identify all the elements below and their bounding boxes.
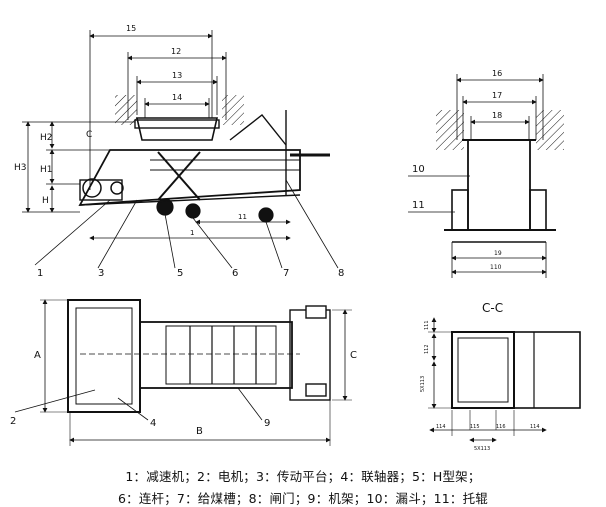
- side-top-dimensions: [89, 30, 227, 190]
- plan-trough: [139, 321, 293, 389]
- section-trough: [513, 331, 581, 409]
- dim-19: 19: [494, 250, 502, 257]
- callout-11: 11: [412, 200, 425, 211]
- section-view-labels: C-C 111 112 5X113 114 115 116 114 5X113: [420, 301, 540, 452]
- dim-16: 16: [492, 69, 502, 78]
- end-hatch-left: [436, 110, 464, 150]
- end-hopper: [467, 139, 531, 231]
- side-roller-2: [185, 203, 201, 219]
- dim-c-plan: C: [350, 350, 357, 361]
- section-box: [451, 331, 515, 409]
- dim-12: 12: [171, 47, 181, 56]
- dim-110: 110: [490, 264, 502, 271]
- callout-1: 1: [37, 268, 43, 279]
- callout-6: 6: [232, 268, 238, 279]
- legend-line-2: 6：连杆；7：给煤槽；8：闸门；9：机架；10：漏斗；11：托辊: [117, 491, 489, 506]
- end-roller-right: [529, 189, 547, 231]
- side-motor: [79, 179, 123, 201]
- dim-114a: 114: [436, 424, 446, 430]
- dim-113: 5X113: [420, 376, 426, 392]
- side-callout-leaders: [34, 179, 339, 269]
- section-view: [428, 317, 581, 443]
- dim-h3: H3: [14, 163, 27, 173]
- side-ground-hatch-right: [222, 95, 244, 125]
- side-hopper: [135, 117, 219, 141]
- callout-3: 3: [98, 268, 104, 279]
- dim-14: 14: [172, 93, 182, 102]
- callout-9: 9: [264, 418, 270, 429]
- plan-view-labels: A B C 2 4 9: [10, 350, 357, 437]
- dim-15: 15: [126, 24, 136, 33]
- callout-8: 8: [338, 268, 344, 279]
- section-title: C-C: [482, 301, 503, 315]
- dim-1-small: 1: [190, 229, 194, 237]
- side-trough: [78, 149, 301, 207]
- callout-5: 5: [177, 268, 183, 279]
- legend-line-1: 1：减速机；2：电机；3：传动平台；4：联轴器；5：H型架；: [125, 469, 481, 484]
- dim-112: 112: [424, 344, 430, 354]
- callout-10: 10: [412, 164, 425, 175]
- side-hopper-flange: [134, 119, 220, 129]
- side-gate: [229, 114, 287, 146]
- dim-114b: 114: [530, 424, 540, 430]
- side-height-dimensions: [22, 121, 135, 213]
- dim-18: 18: [492, 111, 502, 120]
- side-ground-hatch-left: [115, 95, 137, 125]
- end-view: [408, 74, 564, 278]
- dim-5x113: 5X113: [474, 446, 490, 452]
- dim-h: H: [42, 196, 49, 206]
- callout-2: 2: [10, 416, 16, 427]
- dim-17: 17: [492, 91, 502, 100]
- dim-b: B: [196, 426, 203, 437]
- callout-7: 7: [283, 268, 289, 279]
- callout-4: 4: [150, 418, 156, 429]
- dim-a: A: [34, 350, 41, 361]
- side-view: [22, 30, 339, 269]
- dim-111: 111: [424, 320, 430, 330]
- dim-115: 115: [470, 424, 480, 430]
- plan-motor-block: [67, 299, 141, 413]
- side-reducer: [82, 178, 102, 198]
- side-view-labels: 15 12 13 14 H3 H2 H1 H C 11 1 1 3 5 6 7 …: [14, 24, 344, 279]
- end-hatch-right: [536, 110, 564, 150]
- end-view-labels: 16 17 18 19 110 10 11: [412, 69, 502, 271]
- end-top-dimensions: [456, 74, 544, 140]
- dim-c: C: [86, 130, 92, 140]
- plan-view: [14, 299, 352, 446]
- dim-13: 13: [172, 71, 182, 80]
- dim-11: 11: [238, 213, 247, 221]
- dim-h2: H2: [40, 133, 53, 143]
- side-roller-3: [258, 207, 274, 223]
- dim-h1: H1: [40, 165, 53, 175]
- end-roller-left: [451, 189, 469, 231]
- feeder-drawing: 15 12 13 14 H3 H2 H1 H C 11 1 1 3 5 6 7 …: [10, 24, 581, 452]
- dim-116: 116: [496, 424, 506, 430]
